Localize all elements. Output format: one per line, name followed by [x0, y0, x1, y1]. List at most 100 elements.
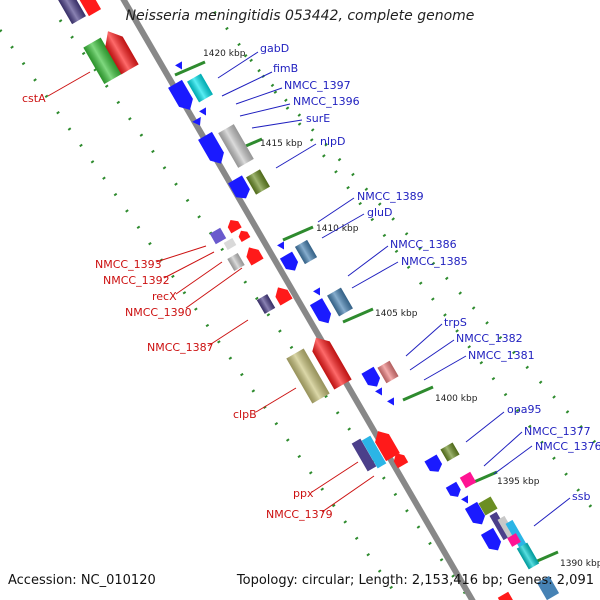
gene-block[interactable] — [198, 131, 228, 168]
gene-NMCC_1379[interactable] — [391, 450, 409, 469]
gene-label-gabD[interactable]: gabD — [260, 42, 289, 55]
gene-block[interactable] — [507, 533, 521, 547]
gene-arrow[interactable] — [237, 228, 251, 242]
gene-small[interactable] — [313, 287, 323, 297]
gene-label-surE[interactable]: surE — [306, 112, 330, 125]
gene-NMCC_1392[interactable] — [223, 238, 237, 250]
gene-recX[interactable] — [227, 252, 245, 272]
gene-label-clpB[interactable]: clpB — [233, 408, 257, 421]
gene-label-opa95[interactable]: opa95 — [507, 403, 541, 416]
gene-cstA[interactable] — [83, 37, 122, 85]
gene-label-NMCC_1396[interactable]: NMCC_1396 — [293, 95, 360, 108]
gene-label-nlpD[interactable]: nlpD — [320, 135, 345, 148]
gene-label-NMCC_1377[interactable]: NMCC_1377 — [524, 425, 591, 438]
gene-NMCC_1376[interactable] — [445, 481, 463, 500]
gene-NMCC_1377[interactable] — [459, 471, 477, 489]
gene-block[interactable] — [536, 575, 560, 600]
gene-trpS[interactable] — [377, 360, 399, 384]
label-leader — [533, 497, 571, 527]
gene-arrow[interactable] — [272, 284, 293, 306]
label-leader — [409, 339, 455, 371]
label-leader — [321, 475, 375, 513]
label-leader — [317, 197, 355, 223]
gene-block[interactable] — [57, 0, 86, 25]
gene-ssb[interactable] — [516, 542, 540, 570]
gene-surE[interactable] — [218, 124, 254, 168]
gene-label-NMCC_1382[interactable]: NMCC_1382 — [456, 332, 523, 345]
label-leader — [221, 71, 273, 97]
gene-NMCC_1387[interactable] — [256, 294, 276, 314]
scale-label: 1400 kbp — [435, 394, 478, 404]
gene-NMCC_1382[interactable] — [361, 366, 383, 390]
gene-arrow[interactable] — [307, 333, 352, 390]
label-leader — [321, 213, 365, 239]
map-title: Neisseria meningitidis 053442, complete … — [125, 8, 475, 24]
gene-label-NMCC_1389[interactable]: NMCC_1389 — [357, 190, 424, 203]
gene-block[interactable] — [228, 175, 253, 202]
gene-label-NMCC_1385[interactable]: NMCC_1385 — [401, 255, 468, 268]
gene-label-NMCC_1381[interactable]: NMCC_1381 — [468, 349, 535, 362]
gene-label-trpS[interactable]: trpS — [444, 316, 467, 329]
forward-leaders — [217, 51, 571, 527]
reverse-strand-genes — [57, 0, 515, 600]
gene-clpB[interactable] — [286, 348, 330, 404]
gene-label-NMCC_1379[interactable]: NMCC_1379 — [266, 508, 333, 521]
label-leader — [175, 261, 223, 295]
gene-small[interactable] — [277, 241, 287, 251]
gene-label-ssb[interactable]: ssb — [572, 490, 590, 503]
scale-tick — [342, 307, 374, 324]
gene-label-NMCC_1392[interactable]: NMCC_1392 — [103, 274, 170, 287]
reverse-leaders — [47, 71, 375, 513]
label-leader — [239, 103, 291, 117]
gene-arrow[interactable] — [371, 427, 400, 462]
gene-label-ppx[interactable]: ppx — [293, 487, 314, 500]
gene-block[interactable] — [424, 454, 444, 475]
gene-arrow[interactable] — [99, 26, 139, 75]
label-leader — [217, 51, 259, 79]
gene-fimB[interactable] — [168, 79, 197, 114]
forward-strand-genes — [168, 61, 560, 600]
gene-block[interactable] — [480, 527, 504, 554]
gene-small[interactable] — [461, 495, 471, 505]
gene-label-NMCC_1397[interactable]: NMCC_1397 — [284, 79, 351, 92]
label-leader — [483, 431, 523, 467]
gene-opa95[interactable] — [440, 442, 460, 462]
gene-ppx[interactable] — [351, 438, 377, 472]
label-leader — [405, 323, 443, 357]
gene-block[interactable] — [464, 501, 488, 528]
gene-label-NMCC_1393[interactable]: NMCC_1393 — [95, 258, 162, 271]
label-leader — [347, 245, 389, 277]
gene-label-NMCC_1386[interactable]: NMCC_1386 — [390, 238, 457, 251]
guide-dotted-line-inner-2 — [0, 29, 402, 600]
gene-label-cstA[interactable]: cstA — [22, 92, 46, 105]
gene-label-NMCC_1376[interactable]: NMCC_1376 — [535, 440, 600, 453]
gene-label-NMCC_1390[interactable]: NMCC_1390 — [125, 306, 192, 319]
gene-label-NMCC_1387[interactable]: NMCC_1387 — [147, 341, 214, 354]
gene-NMCC_1389[interactable] — [294, 239, 318, 265]
gene-arrow[interactable] — [225, 217, 242, 234]
gene-gluD[interactable] — [279, 251, 301, 275]
accession-text: Accession: NC_010120 — [8, 573, 156, 588]
gene-NMCC_1385[interactable] — [309, 298, 335, 327]
gene-small[interactable] — [175, 61, 185, 71]
gene-arrow[interactable] — [497, 591, 515, 600]
topology-text: Topology: circular; Length: 2,153,416 bp… — [236, 573, 594, 588]
gene-label-gluD[interactable]: gluD — [367, 206, 392, 219]
gene-label-fimB[interactable]: fimB — [273, 62, 298, 75]
gene-NMCC_1393[interactable] — [209, 227, 227, 245]
gene-NMCC_1397[interactable] — [199, 107, 209, 117]
gene-small[interactable] — [387, 397, 397, 407]
gene-block[interactable] — [361, 435, 387, 469]
label-leader — [251, 119, 303, 129]
gene-label-recX[interactable]: recX — [152, 290, 177, 303]
gene-arrow[interactable] — [76, 0, 102, 17]
gene-NMCC_1390[interactable] — [243, 244, 264, 266]
gene-nlpD[interactable] — [246, 169, 270, 195]
gene-NMCC_1381[interactable] — [375, 387, 385, 397]
gene-NMCC_1386[interactable] — [327, 287, 353, 317]
gene-gabD[interactable] — [187, 73, 213, 103]
gene-NMCC_1396[interactable] — [192, 116, 204, 128]
gene-block[interactable] — [478, 496, 498, 516]
label-leader — [493, 445, 533, 475]
label-leader — [311, 461, 359, 493]
